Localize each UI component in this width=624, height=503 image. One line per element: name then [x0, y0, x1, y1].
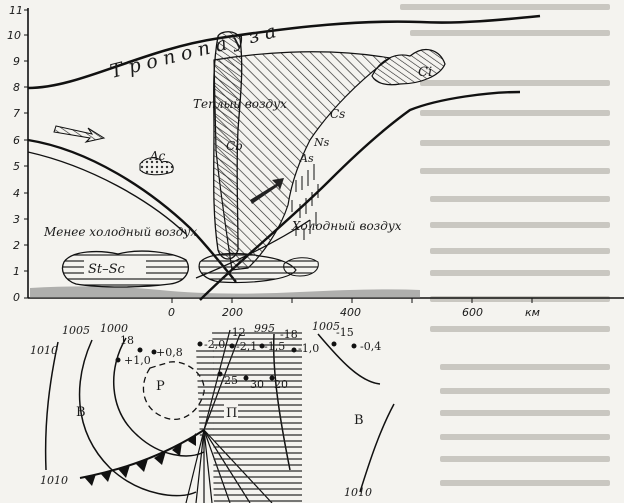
isobar-label-1005-left: 1005 — [62, 324, 90, 337]
y-tick-1: 1 — [13, 265, 20, 278]
wind-arrow-lower — [250, 178, 284, 204]
frontal-low-cloud-right — [283, 257, 319, 277]
isobar-1000 — [112, 337, 205, 457]
cold-front-surface — [199, 90, 521, 301]
y-tick-labels: 11 10 9 8 7 6 5 4 3 2 1 0 — [7, 4, 23, 304]
y-tick-0: 0 — [13, 291, 20, 304]
cold-air-label: Холодный воздух — [291, 219, 402, 233]
y-ticks — [24, 9, 28, 299]
station-value-12: 20 — [274, 378, 288, 391]
ac-label: Ac — [149, 149, 166, 163]
station-value-5: -0,4 — [360, 340, 381, 353]
isobar-label-1000: 1000 — [100, 322, 128, 335]
st-sc-label-bg — [84, 258, 146, 278]
station-value-0: +0,8 — [156, 346, 183, 359]
station-value-3: -1,5 — [264, 340, 285, 353]
high-pressure-label-left: В — [76, 405, 86, 420]
station-value-10: 25 — [224, 374, 238, 387]
station-points — [115, 341, 357, 381]
x-tick-400: 400 — [340, 306, 361, 319]
precipitation-region-map — [212, 332, 302, 503]
st-sc-label: St–Sc — [88, 262, 126, 277]
ns-label: Ns — [313, 136, 330, 149]
station-value-6: +1,0 — [124, 354, 151, 367]
altocumulus-cloud — [139, 157, 174, 176]
x-ticks — [171, 298, 533, 303]
station-value-2: -2,1 — [236, 340, 257, 353]
y-tick-11: 11 — [9, 4, 23, 17]
synoptic-map-panel: +0,8 -2,0 -2,1 -1,5 -1,0 -0,4 +1,0 -15 -… — [30, 320, 395, 503]
y-tick-5: 5 — [13, 160, 20, 173]
station-value-7: -15 — [336, 326, 354, 339]
y-tick-6: 6 — [13, 134, 20, 147]
x-tick-labels: 0 200 400 600 км — [168, 306, 540, 319]
station-value-13: 18 — [120, 334, 134, 347]
isobar-low-dashed — [142, 361, 205, 420]
x-tick-200: 200 — [222, 306, 243, 319]
background-page-text — [390, 0, 624, 503]
isobar-label-995: 995 — [254, 322, 275, 335]
isobar-label-1005-right: 1005 — [312, 320, 340, 333]
station-value-8: -18 — [280, 328, 298, 341]
x-tick-600: 600 — [462, 306, 483, 319]
cs-label: Cs — [330, 107, 345, 121]
low-pressure-label: Р — [156, 379, 165, 394]
warm-air-label: Теплый воздух — [193, 97, 287, 111]
frontal-low-cloud — [198, 252, 297, 284]
x-axis-unit: км — [525, 306, 540, 319]
wind-arrow-upper — [53, 125, 106, 143]
y-tick-3: 3 — [13, 213, 20, 226]
y-tick-9: 9 — [13, 55, 20, 68]
x-tick-0: 0 — [168, 306, 175, 319]
cold-front-triangles — [84, 433, 196, 486]
ground-texture — [30, 286, 420, 298]
ci-label: Ci — [418, 65, 432, 80]
station-value-9: -12 — [228, 326, 246, 339]
y-tick-7: 7 — [13, 107, 20, 120]
isobar-1010-left — [44, 341, 59, 471]
station-labels: +0,8 -2,0 -2,1 -1,5 -1,0 -0,4 +1,0 -15 -… — [120, 326, 381, 391]
station-value-4: -1,0 — [298, 342, 319, 355]
y-tick-10: 10 — [7, 29, 21, 42]
station-value-1: -2,0 — [204, 338, 225, 351]
precipitation-region-left — [196, 348, 214, 440]
isobar-label-1010-left: 1010 — [30, 344, 58, 357]
warm-front-surface-2 — [27, 151, 187, 235]
isobar-1005-left — [78, 339, 197, 497]
y-tick-8: 8 — [13, 81, 20, 94]
station-value-11: 30 — [250, 378, 264, 391]
high-pressure-label-right: В — [354, 413, 364, 428]
sector-label-bg — [224, 404, 238, 420]
isobar-label-1010-bottom-left: 1010 — [40, 474, 68, 487]
y-tick-4: 4 — [13, 187, 20, 200]
cumulonimbus-tower — [213, 31, 243, 260]
isobar-label-1010-bottom-right: 1010 — [344, 486, 372, 499]
warm-sector-label: П — [226, 406, 237, 421]
y-tick-2: 2 — [13, 239, 20, 252]
cb-label: Cb — [226, 139, 243, 153]
less-cold-air-label: Менее холодный воздух — [43, 225, 197, 239]
as-label: As — [299, 152, 314, 165]
isobar-1010-right — [359, 403, 395, 493]
tropopause-line — [27, 14, 541, 90]
isobar-1005-right — [317, 333, 381, 385]
precipitation-streaks — [291, 164, 319, 240]
